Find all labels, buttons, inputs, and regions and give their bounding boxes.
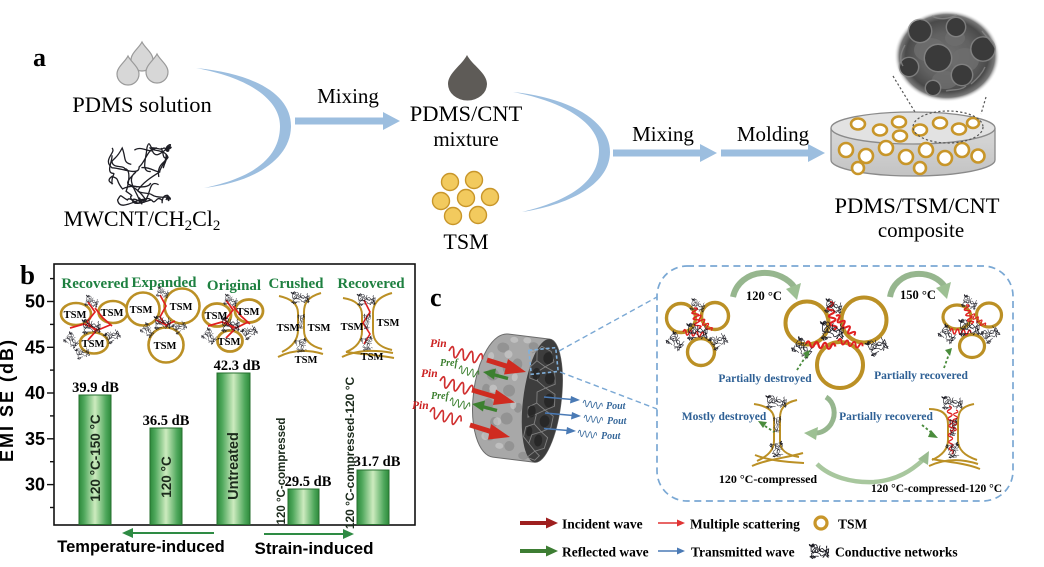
svg-text:50: 50	[25, 292, 45, 312]
svg-text:45: 45	[25, 337, 45, 357]
svg-text:Pin: Pin	[421, 368, 438, 380]
svg-text:Recovered: Recovered	[337, 276, 405, 292]
svg-text:TSM: TSM	[218, 337, 241, 348]
svg-text:Pref: Pref	[440, 358, 459, 369]
svg-text:Partially recovered: Partially recovered	[839, 411, 933, 423]
svg-text:39.9 dB: 39.9 dB	[72, 380, 119, 396]
svg-text:Conductive networks: Conductive networks	[835, 545, 958, 560]
svg-text:TSM: TSM	[154, 341, 177, 352]
svg-text:40: 40	[25, 383, 45, 403]
svg-text:TSM: TSM	[838, 517, 868, 532]
svg-text:TSM: TSM	[64, 310, 87, 321]
svg-text:35: 35	[25, 429, 45, 449]
svg-text:Untreated: Untreated	[226, 432, 242, 500]
svg-text:120 °C-compressed-120 °C: 120 °C-compressed-120 °C	[343, 377, 357, 530]
svg-text:Pout: Pout	[601, 431, 622, 442]
svg-text:composite: composite	[878, 218, 964, 242]
svg-text:PDMS/TSM/CNT: PDMS/TSM/CNT	[834, 193, 999, 218]
svg-text:31.7 dB: 31.7 dB	[354, 454, 401, 470]
svg-text:120 °C-compressed: 120 °C-compressed	[276, 418, 288, 525]
svg-text:Mixing: Mixing	[632, 122, 694, 146]
svg-text:120 °C-150 °C: 120 °C-150 °C	[88, 414, 103, 502]
svg-text:TSM: TSM	[295, 355, 318, 366]
svg-text:TSM: TSM	[377, 318, 400, 329]
svg-text:150 °C: 150 °C	[900, 288, 936, 302]
svg-text:c: c	[430, 283, 442, 312]
svg-text:Temperature-induced: Temperature-induced	[57, 538, 224, 556]
svg-text:Original: Original	[207, 278, 261, 294]
svg-text:Pin: Pin	[430, 338, 447, 350]
svg-text:120 °C-compressed-120 °C: 120 °C-compressed-120 °C	[871, 483, 1002, 495]
svg-text:TSM: TSM	[277, 323, 300, 334]
svg-text:TSM: TSM	[443, 229, 488, 254]
svg-text:b: b	[20, 260, 35, 290]
svg-text:Mixing: Mixing	[317, 84, 379, 108]
svg-text:36.5 dB: 36.5 dB	[143, 413, 190, 429]
svg-text:Partially destroyed: Partially destroyed	[718, 373, 812, 385]
svg-text:120 °C: 120 °C	[159, 456, 174, 498]
svg-text:TSM: TSM	[237, 307, 260, 318]
svg-text:Crushed: Crushed	[268, 276, 324, 292]
svg-text:Strain-induced: Strain-induced	[254, 539, 373, 558]
svg-text:29.5 dB: 29.5 dB	[285, 474, 332, 490]
svg-text:Pout: Pout	[607, 416, 628, 427]
svg-text:120 °C-compressed: 120 °C-compressed	[719, 472, 818, 486]
svg-text:Recovered: Recovered	[61, 276, 129, 292]
svg-text:TSM: TSM	[101, 308, 124, 319]
svg-text:Expanded: Expanded	[131, 275, 197, 291]
svg-text:Mostly destroyed: Mostly destroyed	[682, 411, 767, 423]
svg-text:EMI SE (dB): EMI SE (dB)	[0, 338, 17, 462]
svg-text:TSM: TSM	[205, 311, 228, 322]
svg-text:TSM: TSM	[361, 352, 384, 363]
svg-text:30: 30	[25, 475, 45, 495]
svg-text:Pout: Pout	[606, 401, 627, 412]
svg-text:Multiple scattering: Multiple scattering	[690, 517, 800, 532]
svg-text:120 °C: 120 °C	[746, 289, 782, 303]
svg-text:MWCNT/CH2Cl2: MWCNT/CH2Cl2	[64, 206, 221, 234]
svg-text:TSM: TSM	[82, 339, 105, 350]
svg-text:Molding: Molding	[737, 122, 810, 146]
svg-text:TSM: TSM	[170, 302, 193, 313]
svg-text:Partially recovered: Partially recovered	[874, 370, 968, 382]
svg-text:TSM: TSM	[341, 322, 364, 333]
svg-text:42.3 dB: 42.3 dB	[214, 358, 261, 374]
svg-text:TSM: TSM	[308, 323, 331, 334]
svg-text:Pref: Pref	[431, 391, 450, 402]
svg-text:PDMS solution: PDMS solution	[72, 92, 211, 117]
svg-text:mixture: mixture	[433, 127, 498, 151]
svg-text:a: a	[33, 43, 46, 72]
svg-text:Reflected wave: Reflected wave	[562, 545, 649, 560]
svg-text:Transmitted wave: Transmitted wave	[691, 545, 795, 560]
svg-text:TSM: TSM	[130, 305, 153, 316]
svg-text:PDMS/CNT: PDMS/CNT	[410, 101, 523, 126]
svg-text:Pin: Pin	[412, 400, 429, 412]
svg-text:Incident wave: Incident wave	[562, 517, 643, 532]
